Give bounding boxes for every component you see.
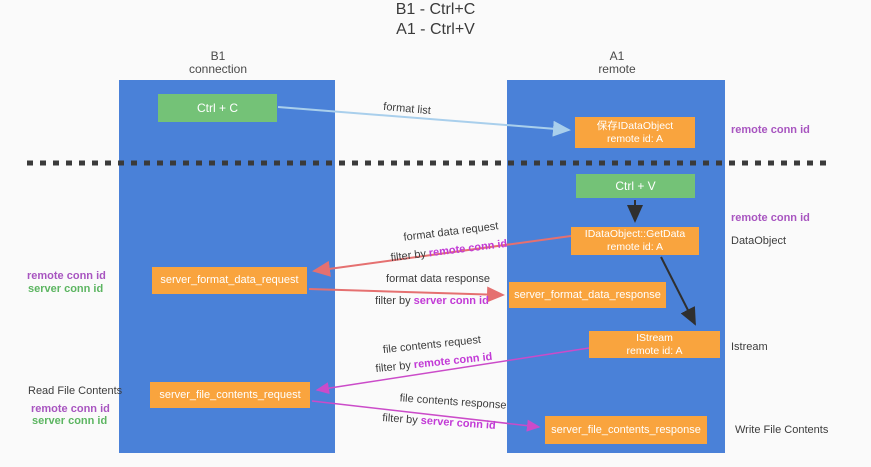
node-idataobject-getdata: IDataObject::GetData remote id: A (571, 227, 699, 255)
diagram-title: B1 - Ctrl+C A1 - Ctrl+V (0, 0, 871, 40)
node-ctrl-c: Ctrl + C (158, 94, 277, 122)
column-header-b1: B1 connection (148, 50, 288, 76)
node-server-format-data-request: server_format_data_request (152, 267, 307, 294)
title-line-b1: B1 - Ctrl+C (395, 1, 476, 18)
annotation-remote-conn-id-top: remote conn id (731, 124, 810, 136)
annotation-server-conn-id-left2: server conn id (32, 415, 108, 427)
node-server-format-data-response-label: server_format_data_response (514, 288, 661, 301)
node-server-file-contents-request-label: server_file_contents_request (159, 388, 301, 401)
annotation-istream: Istream (731, 341, 768, 353)
filter-by-text: filter by (374, 359, 412, 376)
arrow-file-contents-response (311, 400, 541, 432)
arrow-getdata-to-istream (660, 256, 696, 326)
column-header-a1: A1 remote (547, 50, 687, 76)
node-server-format-data-response: server_format_data_response (509, 282, 666, 308)
filter-by-text: filter by (381, 412, 419, 427)
node-idataobject-getdata-line2: remote id: A (606, 241, 664, 253)
annotation-read-file-contents: Read File Contents (28, 385, 123, 397)
annotation-dataobject: DataObject (731, 235, 787, 247)
column-header-b1-sub: connection (188, 62, 248, 76)
node-save-idataobject: 保存IDataObject remote id: A (575, 117, 695, 148)
arrow-file-contents-request (315, 347, 590, 395)
column-header-a1-sub: remote (598, 62, 636, 76)
node-save-idataobject-line2: remote id: A (606, 132, 664, 145)
annotation-write-file-contents: Write File Contents (735, 424, 829, 436)
node-server-format-data-request-label: server_format_data_request (160, 274, 299, 286)
node-server-file-contents-response: server_file_contents_response (545, 416, 707, 444)
label-format-data-response: format data response (386, 273, 490, 285)
server-conn-id-text: server conn id (413, 295, 489, 307)
node-istream-line2: remote id: A (626, 344, 683, 357)
node-istream: IStream remote id: A (589, 331, 720, 358)
node-idataobject-getdata-line1: IDataObject::GetData (584, 228, 686, 240)
node-server-file-contents-request: server_file_contents_request (150, 382, 310, 408)
node-ctrl-v: Ctrl + V (576, 174, 695, 198)
annotation-server-conn-id-left1: server conn id (28, 283, 104, 295)
arrow-format-list (277, 106, 571, 137)
title-line-a1: A1 - Ctrl+V (396, 21, 475, 38)
arrow-format-data-response (308, 286, 505, 303)
node-save-idataobject-line1: 保存IDataObject (596, 119, 674, 132)
arrow-format-data-request (312, 235, 572, 277)
node-server-file-contents-response-label: server_file_contents_response (551, 423, 701, 436)
annotation-remote-conn-id-mid: remote conn id (731, 212, 810, 224)
column-header-b1-name: B1 (210, 49, 226, 63)
node-ctrl-v-label: Ctrl + V (615, 178, 656, 193)
node-istream-line1: IStream (636, 331, 673, 344)
node-ctrl-c-label: Ctrl + C (196, 100, 238, 115)
annotation-remote-conn-id-left1: remote conn id (27, 270, 106, 282)
column-header-a1-name: A1 (609, 49, 625, 63)
filter-by-text: filter by (375, 295, 411, 307)
annotation-remote-conn-id-left2: remote conn id (31, 403, 110, 415)
